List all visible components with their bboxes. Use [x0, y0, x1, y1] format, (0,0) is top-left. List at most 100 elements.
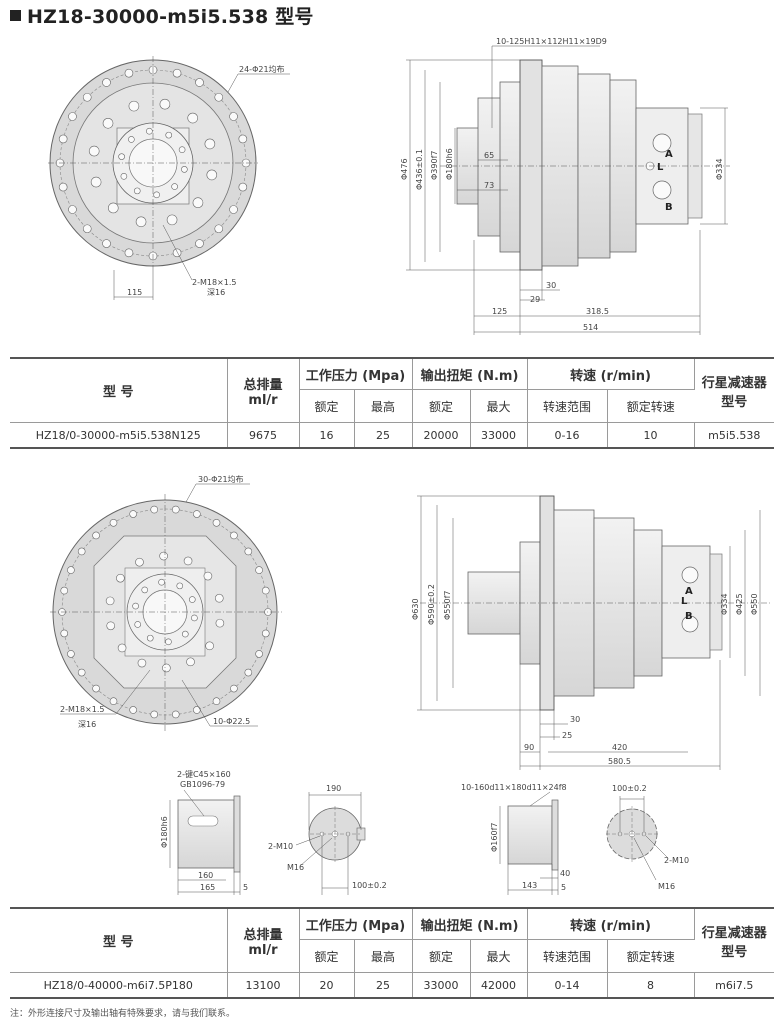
bolt-hole-icon	[128, 100, 140, 112]
dim-5b: 5	[561, 883, 566, 892]
thread-label: 2-M18×1.5	[192, 278, 236, 287]
port-b: B	[665, 202, 673, 213]
bolt-hole-icon	[181, 630, 189, 638]
bolt-hole-icon	[166, 214, 178, 226]
bolt-hole-icon	[214, 593, 224, 603]
bolt-hole-icon	[230, 684, 238, 693]
dim-d160f7: Φ160f7	[490, 823, 499, 852]
dim-90: 90	[524, 743, 534, 752]
bolt-hole-icon	[135, 557, 144, 567]
dim-100b: 100±0.2	[612, 784, 647, 793]
thread-label-2: 2-M18×1.5	[60, 705, 104, 714]
bolt-hole-icon	[116, 573, 125, 583]
bolt-hole-icon	[188, 596, 196, 603]
table-row: HZ18/0-40000-m6i7.5P180 13100 20 25 3300…	[10, 972, 774, 999]
bolt-hole-icon	[109, 518, 118, 527]
bolt-hole-icon	[60, 629, 69, 638]
bolt-hole-icon	[132, 602, 139, 610]
bolt-hole-icon	[229, 112, 238, 121]
cell-p-rated: 16	[299, 422, 355, 449]
drawing-2: 30-Φ21均布 2-M18×1.5 深16 10-Φ22.5 A L B	[50, 474, 770, 770]
bolt-hole-icon	[58, 134, 68, 144]
bolt-hole-icon	[215, 618, 225, 628]
col-reducer: 行星减速器型号	[694, 357, 774, 423]
col-model-2: 型 号	[10, 907, 228, 973]
sub-rated-torque: 额定	[412, 389, 471, 423]
bolt-hole-icon	[172, 248, 182, 258]
cell-disp-2: 13100	[227, 972, 300, 999]
bolt-hole-icon	[102, 117, 114, 129]
bolt-hole-icon	[238, 134, 248, 144]
bolt-hole-icon	[244, 668, 253, 677]
bolt-hole-icon	[141, 586, 149, 594]
thread-depth-label: 深16	[207, 288, 225, 297]
dim-30: 30	[546, 281, 556, 290]
sub-speed-range: 转速范围	[527, 389, 608, 423]
spline-label-2: 10-160d11×180d11×24f8	[461, 783, 567, 792]
bolt-pattern-label-2: 30-Φ21均布	[198, 474, 244, 484]
bolt-hole-icon	[195, 239, 204, 248]
port-l: L	[657, 162, 664, 173]
dim-30-2: 30	[570, 715, 580, 724]
bolt-hole-icon	[117, 643, 127, 653]
side-view-2: A L B Φ630 Φ590±0.2 Φ550f7 Φ334 Φ425 Φ55…	[411, 495, 770, 770]
sub-max-torque-2: 最大	[470, 939, 528, 973]
cell-model-2: HZ18/0-40000-m6i7.5P180	[10, 972, 228, 999]
dim-125: 125	[492, 307, 507, 316]
bolt-hole-icon	[58, 182, 68, 192]
dim-d180h6: Φ180h6	[160, 816, 169, 848]
cell-reducer: m5i5.538	[694, 422, 774, 449]
page-title-text: HZ18-30000-m5i5.538 型号	[27, 6, 314, 28]
title-square-icon	[10, 10, 21, 21]
port-a: A	[665, 149, 673, 160]
dim-d476: Φ476	[400, 158, 409, 180]
dim-3185: 318.5	[586, 307, 609, 316]
cell-disp: 9675	[227, 422, 300, 449]
bolt-hole-icon	[107, 202, 119, 214]
bolt-hole-icon	[165, 638, 172, 646]
side-view-1: A L B 10-125H11×112H11×19D9 Φ476 Φ436±0.…	[400, 37, 730, 335]
bolt-hole-icon	[77, 668, 86, 677]
bolt-hole-icon	[120, 172, 128, 180]
col-pressure: 工作压力 (Mpa)	[299, 357, 413, 390]
port-l-2: L	[681, 596, 688, 607]
detail-drawings: 2-键C45×160 GB1096-79 Φ180h6 160 165 5 19…	[160, 769, 689, 895]
bolt-hole-icon	[244, 547, 253, 556]
cell-t-rated-2: 33000	[412, 972, 471, 999]
bolt-hole-icon	[133, 187, 141, 195]
cell-reducer-2: m6i7.5	[694, 972, 774, 999]
front-view-2: 30-Φ21均布 2-M18×1.5 深16 10-Φ22.5	[50, 474, 282, 732]
cell-s-range: 0-16	[527, 422, 608, 449]
cell-t-max: 33000	[470, 422, 528, 449]
col-speed-2: 转速 (r/min)	[527, 907, 695, 940]
sub-max-pressure: 最高	[354, 389, 413, 423]
col-reducer-2: 行星减速器型号	[694, 907, 774, 973]
bolt-hole-icon	[82, 92, 92, 102]
detail-shaft-end-2: 100±0.2 2-M10 M16	[606, 784, 689, 891]
bolt-hole-icon	[204, 138, 216, 150]
dim-d630: Φ630	[411, 598, 420, 620]
bolt-hole-icon	[162, 663, 171, 673]
bolt-hole-icon	[135, 216, 147, 228]
cell-p-max: 25	[354, 422, 413, 449]
cell-s-range-2: 0-14	[527, 972, 608, 999]
dim-73: 73	[484, 181, 494, 190]
bolt-hole-icon	[60, 586, 69, 595]
dim-d590: Φ590±0.2	[427, 584, 436, 625]
dim-d436: Φ436±0.1	[415, 149, 424, 190]
dim-d550b: Φ550	[750, 593, 759, 615]
holes-label-2: 10-Φ22.5	[213, 717, 250, 726]
bolt-hole-icon	[128, 136, 135, 143]
bolt-hole-icon	[187, 112, 199, 124]
col-torque-2: 输出扭矩 (N.m)	[412, 907, 528, 940]
bolt-hole-icon	[90, 176, 102, 188]
cell-s-rated: 10	[607, 422, 695, 449]
port-a-2: A	[685, 586, 693, 597]
bolt-hole-icon	[255, 650, 263, 658]
bolt-hole-icon	[106, 621, 116, 631]
footnote: 注：外形连接尺寸及输出轴有特殊要求，请与我们联系。	[10, 1009, 236, 1019]
bolt-hole-icon	[82, 224, 92, 234]
bolt-hole-icon	[230, 531, 238, 540]
bolt-hole-icon	[178, 146, 186, 154]
